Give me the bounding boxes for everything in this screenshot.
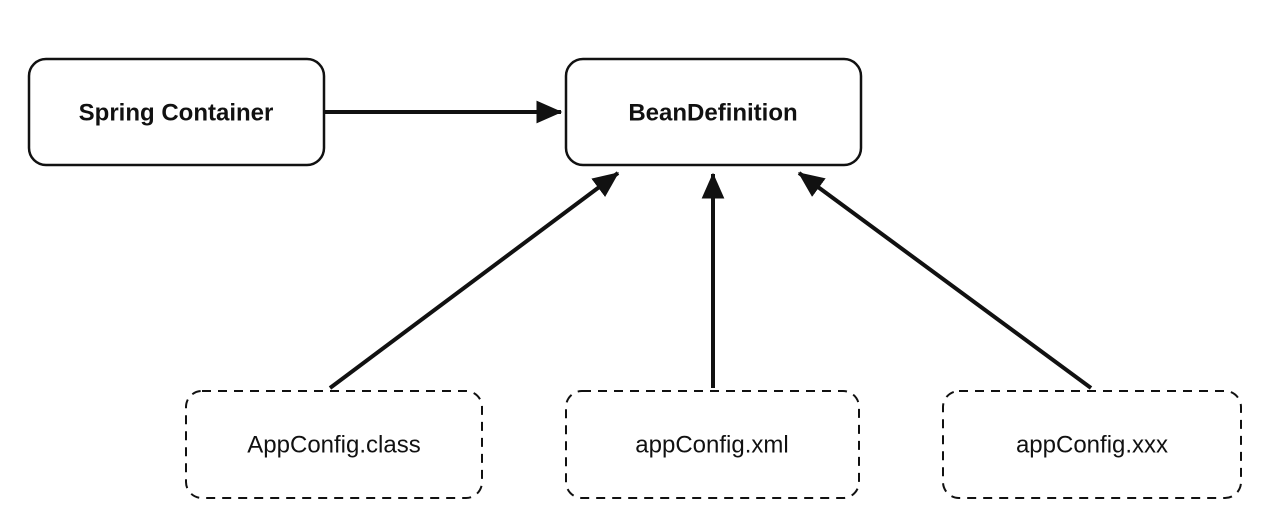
arrow-appconfig-class-to-beandefinition	[328, 171, 620, 390]
node-beandefinition: BeanDefinition	[564, 57, 863, 167]
node-spring-container-label: Spring Container	[79, 100, 274, 127]
node-appconfig-class-box	[185, 390, 483, 499]
node-spring-container: Spring Container	[27, 57, 326, 167]
arrow-appconfig-xxx-to-beandefinition	[797, 171, 1093, 390]
node-beandefinition-label: BeanDefinition	[628, 100, 797, 127]
node-appconfig-xxx: appConfig.xxx	[942, 390, 1242, 499]
node-appconfig-xxx-box	[942, 390, 1242, 499]
edge-appconfig-xxx-to-beandefinition	[797, 171, 1093, 390]
node-appconfig-class-label: AppConfig.class	[247, 432, 420, 459]
node-beandefinition-box	[564, 57, 863, 167]
node-appconfig-xxx-label: appConfig.xxx	[1016, 432, 1168, 459]
node-appconfig-xml: appConfig.xml	[565, 390, 860, 499]
node-appconfig-xml-box	[565, 390, 860, 499]
node-appconfig-class: AppConfig.class	[185, 390, 483, 499]
edge-appconfig-class-to-beandefinition	[328, 171, 620, 390]
node-spring-container-box	[27, 57, 326, 167]
node-appconfig-xml-label: appConfig.xml	[635, 432, 788, 459]
